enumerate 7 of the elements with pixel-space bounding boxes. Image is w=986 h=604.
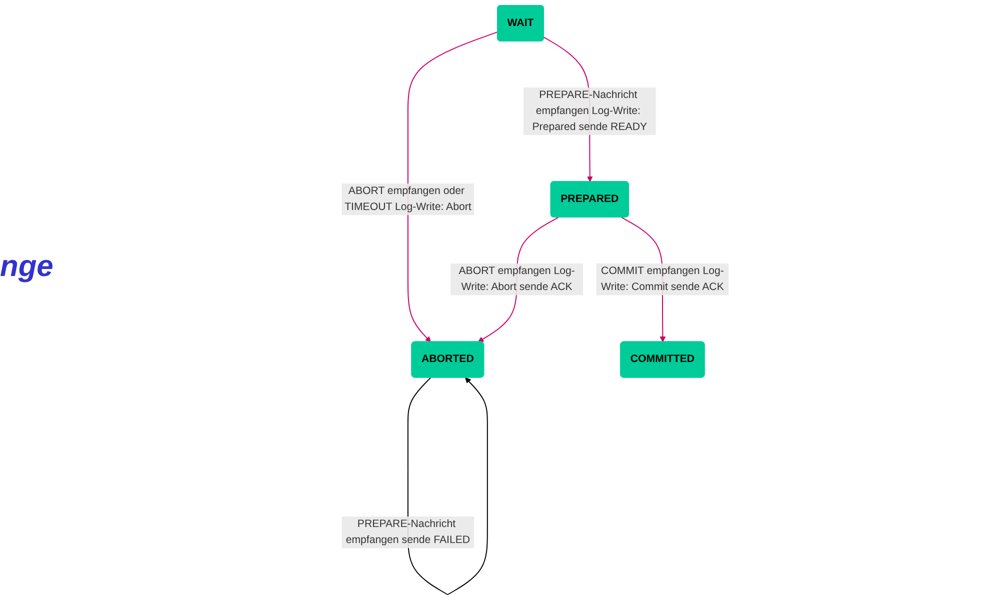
edge-label: PREPARE-Nachricht empfangen Log-Write: Prepared sende READY	[532, 89, 647, 132]
heading-fragment: nge	[0, 250, 54, 283]
arrow	[407, 31, 498, 342]
edge-label: ABORT empfangen Log-Write: Abort sende ACK	[458, 265, 575, 293]
edge-label: ABORT empfangen oder TIMEOUT Log-Write: Abort	[344, 185, 472, 213]
edge-label: PREPARE-Nachricht empfangen sende FAILED	[346, 518, 470, 546]
edge-label: COMMIT empfangen Log-Write: Commit sende ACK	[600, 265, 724, 293]
